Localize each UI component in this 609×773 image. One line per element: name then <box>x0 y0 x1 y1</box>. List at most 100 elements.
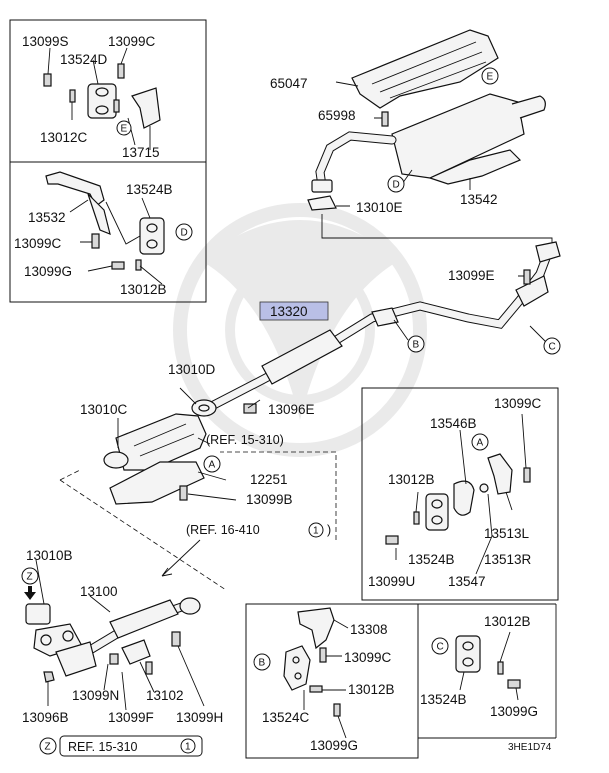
bolt-13099B[interactable] <box>179 485 188 501</box>
hanger-rubber-13524B-bottom[interactable] <box>455 635 481 673</box>
label-13099U: 13099U <box>368 574 415 589</box>
label-13012B-br: 13012B <box>484 614 531 629</box>
bracket-13532[interactable] <box>45 171 111 235</box>
label-13099C-right: 13099C <box>494 396 542 411</box>
label-13715: 13715 <box>122 145 160 160</box>
hanger-rubber-13524B-right[interactable] <box>425 493 449 531</box>
label-13096E: 13096E <box>268 402 315 417</box>
bolt-65998[interactable] <box>381 111 389 127</box>
svg-text:D: D <box>181 228 188 239</box>
callout-c-pipe: C <box>543 337 561 355</box>
muffler-13542[interactable] <box>391 93 546 185</box>
bolts-mid-left[interactable] <box>91 233 142 271</box>
svg-text:B: B <box>413 340 420 351</box>
bolts-right[interactable] <box>385 467 531 545</box>
nut-13096E[interactable] <box>243 403 257 414</box>
gasket-13010D[interactable] <box>191 399 217 417</box>
svg-text:E: E <box>487 72 494 83</box>
label-13102: 13102 <box>146 688 184 703</box>
bracket-13102[interactable] <box>121 639 151 665</box>
diagram-code: 3HE1D74 <box>508 742 552 753</box>
heat-shield-65047[interactable] <box>351 29 499 109</box>
svg-text:A: A <box>209 460 216 471</box>
label-13320-highlight <box>259 301 329 321</box>
heat-protector-12251[interactable] <box>109 461 205 505</box>
exhaust-manifold-flange[interactable] <box>33 623 97 677</box>
inset-box-mid-left <box>9 161 207 303</box>
label-13099B: 13099B <box>246 492 293 507</box>
label-12251: 12251 <box>250 472 288 487</box>
bolt-13099E[interactable] <box>523 269 531 285</box>
label-13099C: 13099C <box>108 34 156 49</box>
center-pipe-13320[interactable] <box>199 241 561 415</box>
label-13524D: 13524D <box>60 52 108 67</box>
hanger-bracket-13513[interactable] <box>487 453 513 495</box>
nut-13096B[interactable] <box>43 671 55 683</box>
svg-text:A: A <box>477 438 484 449</box>
front-pipe-13100[interactable] <box>65 597 201 667</box>
gasket-13010B[interactable] <box>25 603 51 625</box>
gasket-13010E[interactable] <box>307 195 337 211</box>
ref-16-410[interactable]: (REF. 16-410 <box>186 523 260 537</box>
bolts-bottom-center[interactable] <box>309 647 341 717</box>
label-13524B-right: 13524B <box>408 552 455 567</box>
svg-text:B: B <box>259 658 266 669</box>
hanger-bracket-13308[interactable] <box>297 607 335 650</box>
svg-text:Z: Z <box>27 572 33 583</box>
hanger-rubber-13524D[interactable] <box>87 83 117 119</box>
label-13542: 13542 <box>460 192 498 207</box>
bolts-bottom-left[interactable] <box>109 631 181 675</box>
tail-pipe-left[interactable] <box>311 131 397 193</box>
label-13099F: 13099F <box>108 710 154 725</box>
ref-15-310[interactable]: (REF. 15-310) <box>206 433 284 447</box>
bolts-top-left[interactable] <box>43 63 125 113</box>
label-13524B-mid: 13524B <box>126 182 173 197</box>
label-13010B: 13010B <box>26 548 73 563</box>
callout-b-pipe: B <box>407 335 425 353</box>
label-13010D: 13010D <box>168 362 216 377</box>
label-13099G-mid: 13099G <box>24 264 72 279</box>
callout-e-small: E <box>116 120 132 136</box>
callout-e-top: E <box>481 67 499 85</box>
label-13096B: 13096B <box>22 710 69 725</box>
label-13100: 13100 <box>80 584 118 599</box>
ref-16-410-number: 1 <box>308 522 324 538</box>
label-13099N: 13099N <box>72 688 119 703</box>
callout-z-bottom: Z <box>39 737 57 755</box>
label-13099S: 13099S <box>22 34 69 49</box>
bolts-bottom-right[interactable] <box>497 661 521 689</box>
label-13513L: 13513L <box>484 526 530 541</box>
label-13308: 13308 <box>350 622 388 637</box>
label-13546B: 13546B <box>430 416 477 431</box>
label-65998: 65998 <box>318 108 356 123</box>
label-13320: 13320 <box>270 304 308 319</box>
callout-d-top: D <box>387 175 405 193</box>
ref-16-410-close: ) <box>327 523 331 537</box>
label-13099G-bottom: 13099G <box>310 738 358 753</box>
callout-z-top: Z <box>21 567 39 585</box>
inset-box-right <box>361 387 559 601</box>
label-13010C: 13010C <box>80 402 128 417</box>
label-13099C-mid: 13099C <box>14 236 62 251</box>
hanger-rubber-13524B[interactable] <box>139 217 165 255</box>
label-13532: 13532 <box>28 210 66 225</box>
svg-text:D: D <box>393 180 400 191</box>
label-13099H: 13099H <box>176 710 223 725</box>
callout-b-bottom: B <box>253 653 271 671</box>
svg-text:C: C <box>437 642 444 653</box>
callout-a-right: A <box>471 433 489 451</box>
hanger-13546B[interactable] <box>453 480 475 516</box>
label-13099E: 13099E <box>448 268 495 283</box>
label-13524C: 13524C <box>262 710 310 725</box>
callout-c-bottom: C <box>431 637 449 655</box>
svg-text:Z: Z <box>45 742 51 753</box>
label-13012B-bottom: 13012B <box>348 682 395 697</box>
label-13010E: 13010E <box>356 200 403 215</box>
bracket-13715[interactable] <box>131 87 161 129</box>
hanger-rubber-13524C[interactable] <box>283 645 311 691</box>
ref-15-310-bottom[interactable]: REF. 15-310 <box>68 740 138 754</box>
label-13547: 13547 <box>448 574 486 589</box>
label-13012B-right: 13012B <box>388 472 435 487</box>
label-13099C-bottom: 13099C <box>344 650 392 665</box>
